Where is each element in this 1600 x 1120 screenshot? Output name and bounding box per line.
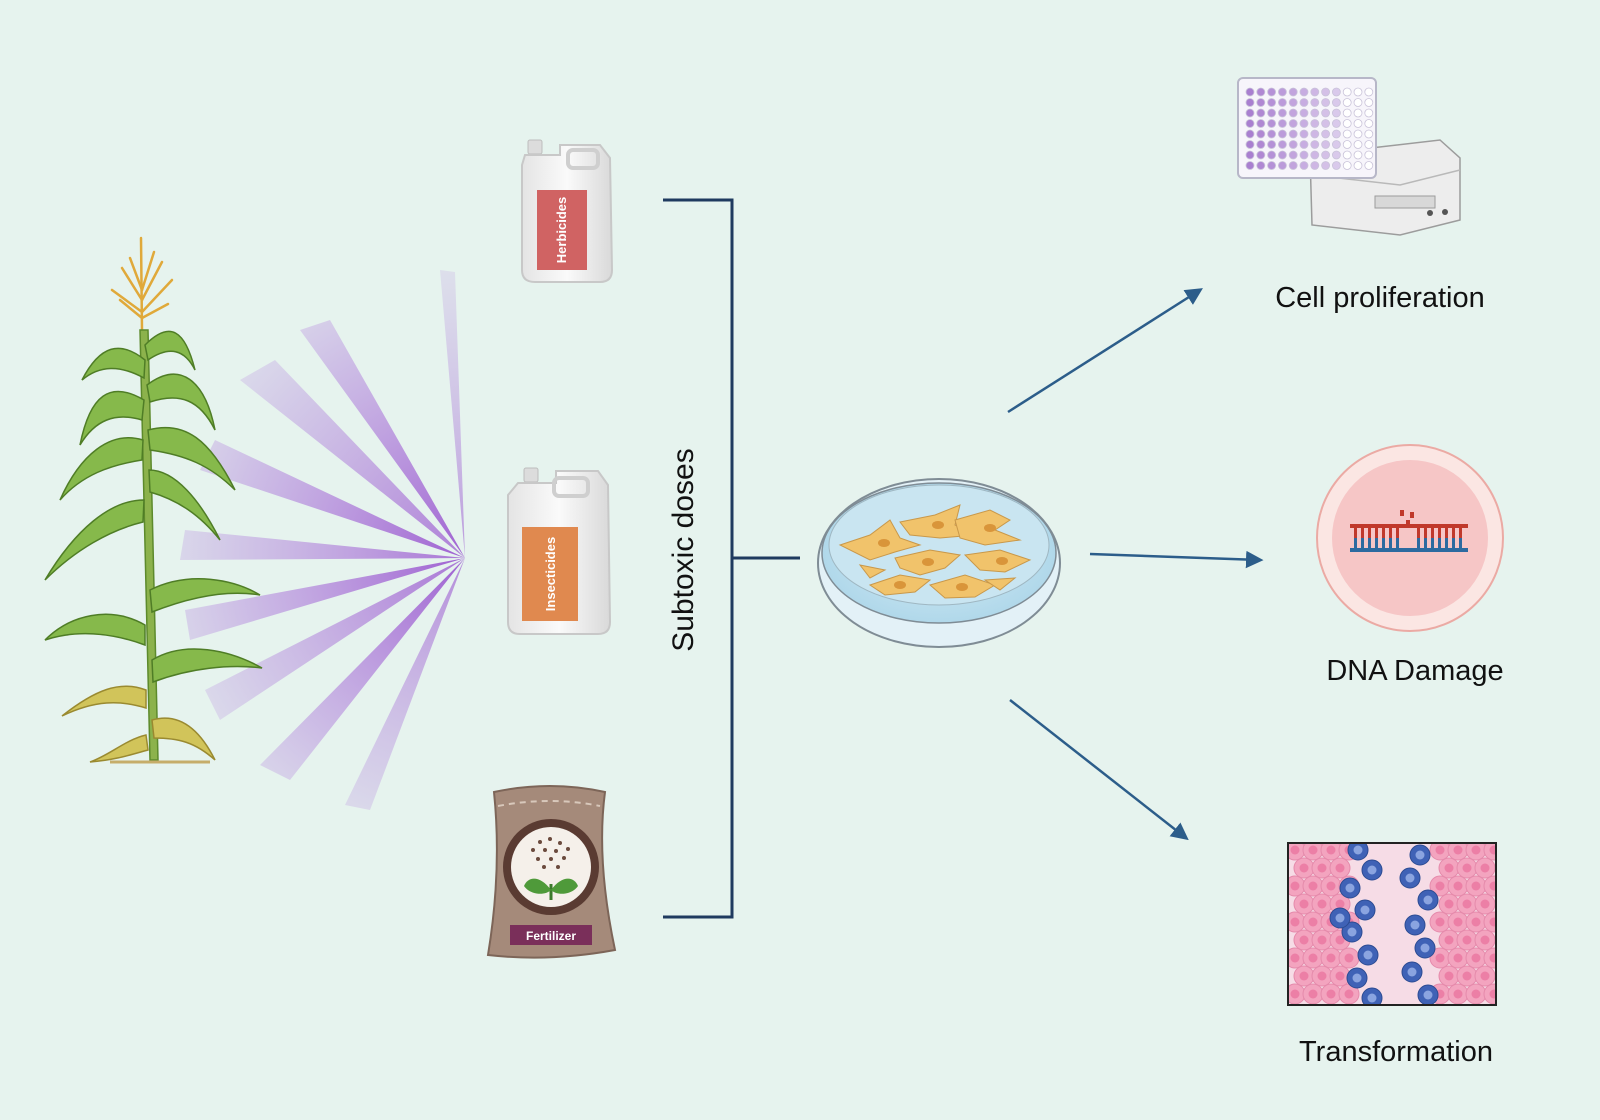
fertilizer-label: Fertilizer — [526, 929, 576, 943]
insecticide-jug-icon: Insecticides — [507, 467, 612, 635]
dna-damage-label: DNA Damage — [1326, 655, 1503, 687]
herbicide-jug-icon: Herbicides — [521, 139, 614, 283]
plate-reader-icon — [1237, 77, 1461, 236]
petri-dish-icon — [817, 478, 1061, 648]
arrow-to-dna-damage — [1089, 550, 1264, 569]
bracket-connector — [663, 198, 800, 919]
transformation-tissue-icon — [1287, 842, 1497, 1006]
arrow-to-proliferation — [1007, 288, 1203, 414]
cell-proliferation-label: Cell proliferation — [1275, 282, 1485, 314]
arrow-to-transformation — [1009, 699, 1189, 841]
subtoxic-doses-label: Subtoxic doses — [667, 448, 700, 651]
insecticides-label: Insecticides — [543, 537, 558, 611]
transformation-label: Transformation — [1299, 1036, 1493, 1068]
herbicides-label: Herbicides — [554, 197, 569, 263]
spray-rays-icon — [180, 270, 465, 810]
corn-plant-icon — [44, 236, 263, 764]
fertilizer-bag-icon: Fertilizer — [486, 785, 617, 959]
dna-damage-icon — [1316, 444, 1504, 632]
